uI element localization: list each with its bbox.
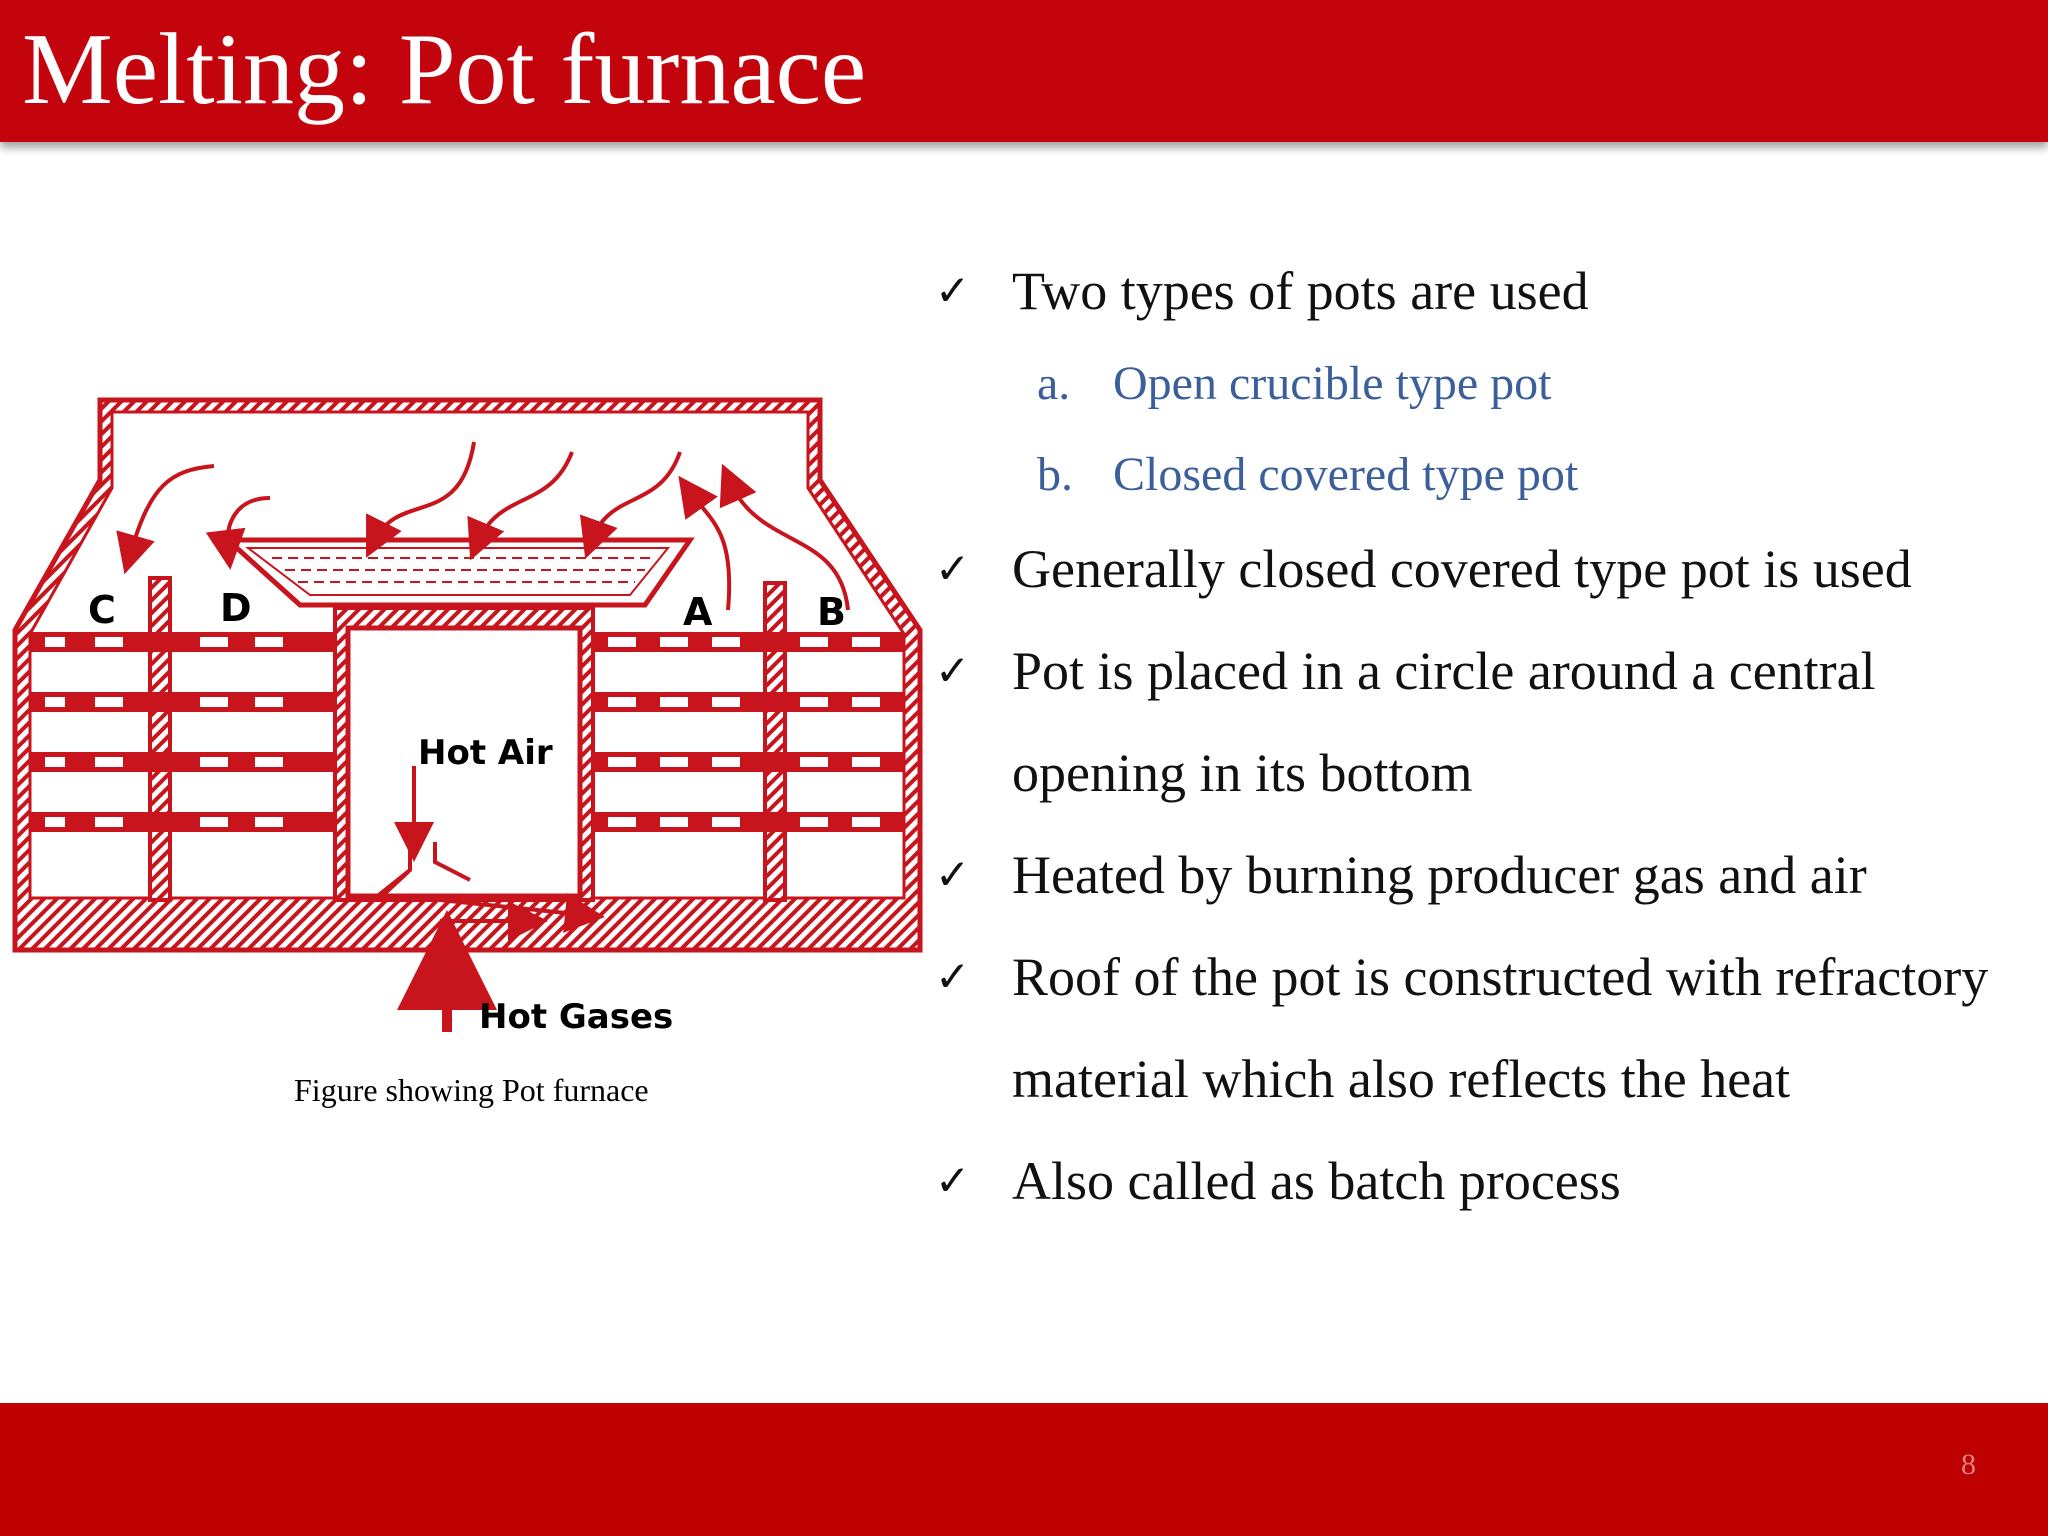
bullet-text: Heated by burning producer gas and air	[1012, 845, 1867, 905]
left-post	[148, 576, 172, 902]
footer-bar	[0, 1403, 2048, 1536]
flow-arrows	[116, 441, 850, 611]
furnace-structure	[12, 397, 923, 1032]
label-a: A	[683, 590, 713, 634]
sub-item-text: Closed covered type pot	[1113, 448, 1579, 501]
check-icon: ✓	[935, 544, 971, 593]
bullet-text: Roof of the pot is constructed with refr…	[1012, 947, 1989, 1007]
bullet-text: Generally closed covered type pot is use…	[1012, 539, 1912, 599]
label-b: B	[817, 590, 846, 634]
bullet-text: Pot is placed in a circle around a centr…	[1012, 641, 1876, 701]
check-icon: ✓	[935, 1156, 971, 1205]
check-icon: ✓	[935, 266, 971, 315]
sub-item-marker: a.	[1037, 357, 1071, 410]
label-c: C	[88, 588, 116, 632]
sub-item-marker: b.	[1037, 448, 1073, 501]
burner-port	[373, 766, 605, 1032]
pot-furnace-diagram	[12, 397, 923, 1032]
pot-crucible	[221, 537, 695, 608]
check-icon: ✓	[935, 850, 971, 899]
check-icon: ✓	[935, 952, 971, 1001]
right-post	[763, 581, 787, 902]
bullet-text: opening in its bottom	[1012, 743, 1473, 803]
slide-title: Melting: Pot furnace	[22, 13, 867, 126]
page-number: 8	[1961, 1448, 1976, 1481]
check-icon: ✓	[935, 646, 971, 695]
central-chamber-inner	[345, 625, 583, 899]
pot-furnace-figure: C D A B Hot Air Hot Gases	[0, 380, 940, 1120]
bullet-text: Two types of pots are used	[1012, 261, 1589, 321]
figure-caption: Figure showing Pot furnace	[294, 1072, 649, 1108]
checker-holes-left	[45, 637, 283, 827]
sub-item-text: Open crucible type pot	[1113, 357, 1552, 410]
label-hot-gases: Hot Gases	[479, 997, 674, 1037]
title-bar: Melting: Pot furnace	[0, 0, 2048, 142]
checker-holes-right	[608, 637, 880, 827]
bullet-text: material which also reflects the heat	[1012, 1049, 1791, 1109]
label-hot-air: Hot Air	[418, 733, 553, 773]
label-d: D	[220, 586, 252, 630]
bullet-text: Also called as batch process	[1012, 1151, 1621, 1211]
